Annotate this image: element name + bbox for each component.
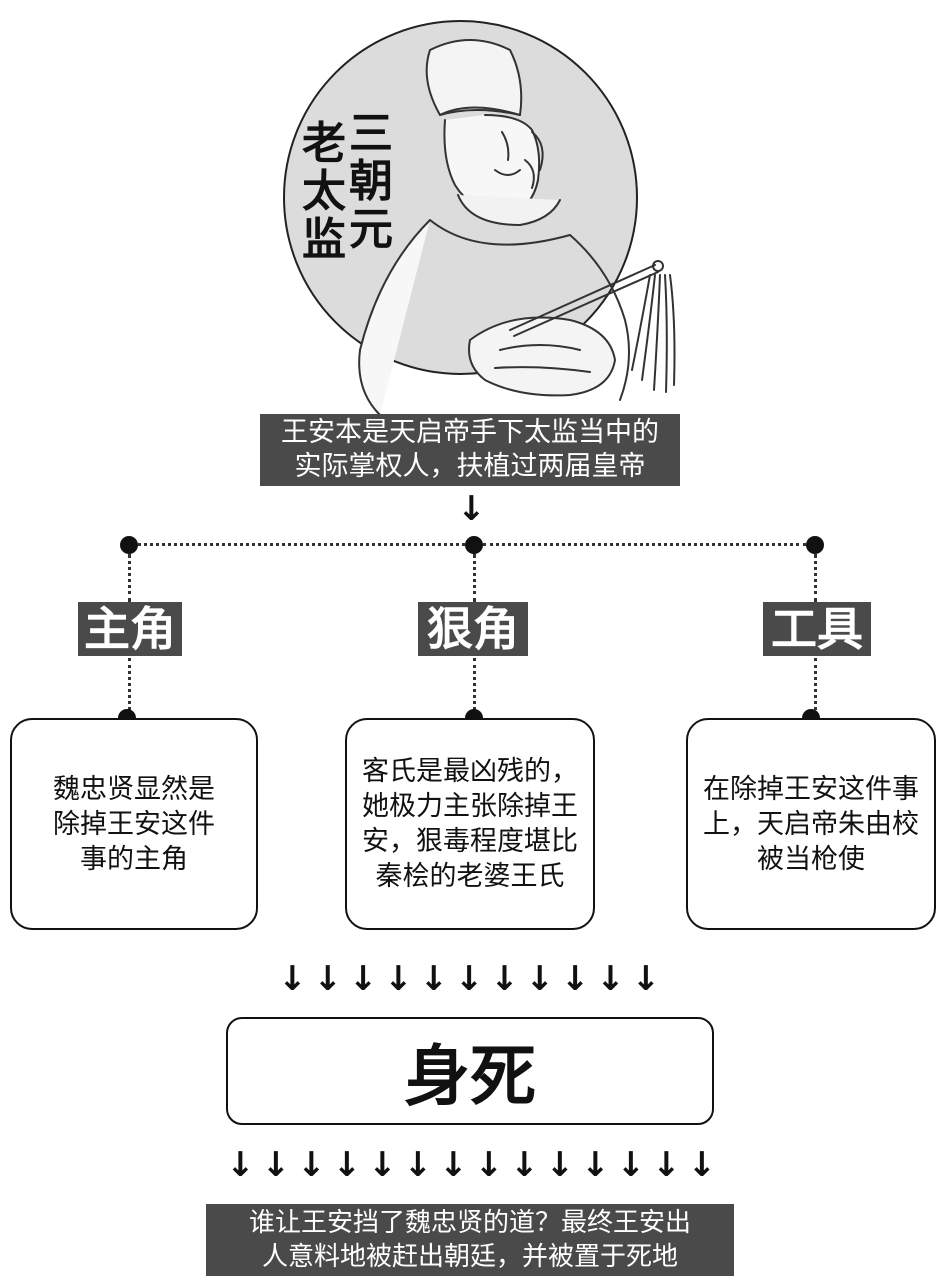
text-line: 魏忠贤显然是 xyxy=(53,773,215,805)
text-line: 在除掉王安这件事 xyxy=(703,773,919,805)
role-label-tool: 工具 xyxy=(763,602,871,656)
role-box-text: 在除掉王安这件事 上，天启帝朱由校 被当枪使 xyxy=(703,772,919,877)
down-arrow-icon: ↓ xyxy=(278,959,307,999)
dotted-connector-line xyxy=(138,543,465,546)
dotted-connector-line xyxy=(814,658,817,710)
down-arrow-icon: ↓ xyxy=(581,1145,610,1185)
connector-dot xyxy=(806,536,824,554)
connector-dot xyxy=(465,536,483,554)
down-arrow-icon: ↓ xyxy=(297,1145,326,1185)
title-char: 监 xyxy=(302,214,346,265)
down-arrow-icon: ↓ xyxy=(560,959,590,999)
dotted-connector-line xyxy=(483,543,806,546)
down-arrow-icon: ↓ xyxy=(510,1145,539,1185)
down-arrow-icon: ↓ xyxy=(368,1145,397,1185)
caption-line: 人意料地被赶出朝廷，并被置于死地 xyxy=(261,1242,678,1272)
down-arrow-icon: ↓ xyxy=(403,1145,433,1185)
text-line: 被当枪使 xyxy=(757,843,865,875)
text-line: 客氏是最凶残的， xyxy=(362,756,578,787)
down-arrow-icon: ↓ xyxy=(384,959,413,999)
caption-line: 实际掌权人，扶植过两届皇帝 xyxy=(294,451,646,482)
caption-line: 王安本是天启帝手下太监当中的 xyxy=(281,417,659,448)
role-box-ruthless: 客氏是最凶残的， 她极力主张除掉王 安，狠毒程度堪比 秦桧的老婆王氏 xyxy=(345,718,595,930)
down-arrow-icon: ↓ xyxy=(616,1145,646,1185)
down-arrow-icon: ↓ xyxy=(525,959,554,999)
role-label-protagonist: 主角 xyxy=(78,602,182,656)
text-line: 安，狠毒程度堪比 xyxy=(362,826,578,857)
down-arrow-icon: ↓ xyxy=(596,959,625,999)
connector-dot xyxy=(120,536,138,554)
dotted-connector-line xyxy=(473,658,476,710)
down-arrow-icon: ↓ xyxy=(226,1145,255,1185)
title-char: 朝 xyxy=(349,156,393,207)
role-box-tool: 在除掉王安这件事 上，天启帝朱由校 被当枪使 xyxy=(686,718,936,930)
text-line: 她极力主张除掉王 xyxy=(362,791,578,822)
title-char: 元 xyxy=(349,204,393,255)
down-arrow-icon: ↓ xyxy=(348,959,378,999)
portrait-title-right-column: 三 朝 元 xyxy=(347,110,395,254)
down-arrow-icon: ↓ xyxy=(687,1145,717,1185)
down-arrow-icon: ↓ xyxy=(652,1145,681,1185)
down-arrow-icon: ↓ xyxy=(419,959,448,999)
down-arrow-icon: ↓ xyxy=(474,1145,504,1185)
down-arrow-icon: ↓ xyxy=(454,959,484,999)
role-box-text: 魏忠贤显然是 除掉王安这件 事的主角 xyxy=(53,772,215,877)
down-arrow-icon: ↓ xyxy=(545,1145,575,1185)
text-line: 秦桧的老婆王氏 xyxy=(375,861,565,892)
caption-line: 谁让王安挡了魏忠贤的道？最终王安出 xyxy=(248,1208,691,1238)
arrow-row-lower: ↓ ↓ ↓ ↓ ↓ ↓ ↓ ↓ ↓ ↓ ↓ ↓ ↓ ↓ xyxy=(226,1148,716,1182)
down-arrow-icon: ↓ xyxy=(332,1145,362,1185)
down-arrow-icon: ↓ xyxy=(490,959,519,999)
dotted-connector-line xyxy=(473,554,476,602)
role-label-ruthless: 狠角 xyxy=(418,602,528,656)
down-arrow-icon: ↓ xyxy=(631,959,660,999)
bottom-caption: 谁让王安挡了魏忠贤的道？最终王安出 人意料地被赶出朝廷，并被置于死地 xyxy=(206,1204,734,1276)
result-box-death: 身死 xyxy=(226,1017,714,1125)
eunuch-portrait-illustration xyxy=(358,39,676,416)
dotted-connector-line xyxy=(814,554,817,602)
dotted-connector-line xyxy=(128,554,131,602)
title-char: 三 xyxy=(349,108,393,159)
down-arrow-icon: ↓ xyxy=(439,1145,468,1185)
role-box-text: 客氏是最凶残的， 她极力主张除掉王 安，狠毒程度堪比 秦桧的老婆王氏 xyxy=(362,754,578,894)
text-line: 事的主角 xyxy=(80,843,188,875)
text-line: 上，天启帝朱由校 xyxy=(703,808,919,840)
arrow-row-upper: ↓ ↓ ↓ ↓ ↓ ↓ ↓ ↓ ↓ ↓ ↓ xyxy=(278,962,660,996)
text-line: 除掉王安这件 xyxy=(53,808,215,840)
top-caption: 王安本是天启帝手下太监当中的 实际掌权人，扶植过两届皇帝 xyxy=(260,414,680,486)
down-arrow-icon: ↓ xyxy=(457,489,486,529)
portrait-title-left-column: 老 太 监 xyxy=(300,120,348,264)
title-char: 老 xyxy=(302,118,346,169)
down-arrow-icon: ↓ xyxy=(313,959,342,999)
down-arrow-icon: ↓ xyxy=(261,1145,291,1185)
role-box-protagonist: 魏忠贤显然是 除掉王安这件 事的主角 xyxy=(10,718,258,930)
title-char: 太 xyxy=(302,166,346,217)
dotted-connector-line xyxy=(128,658,131,710)
